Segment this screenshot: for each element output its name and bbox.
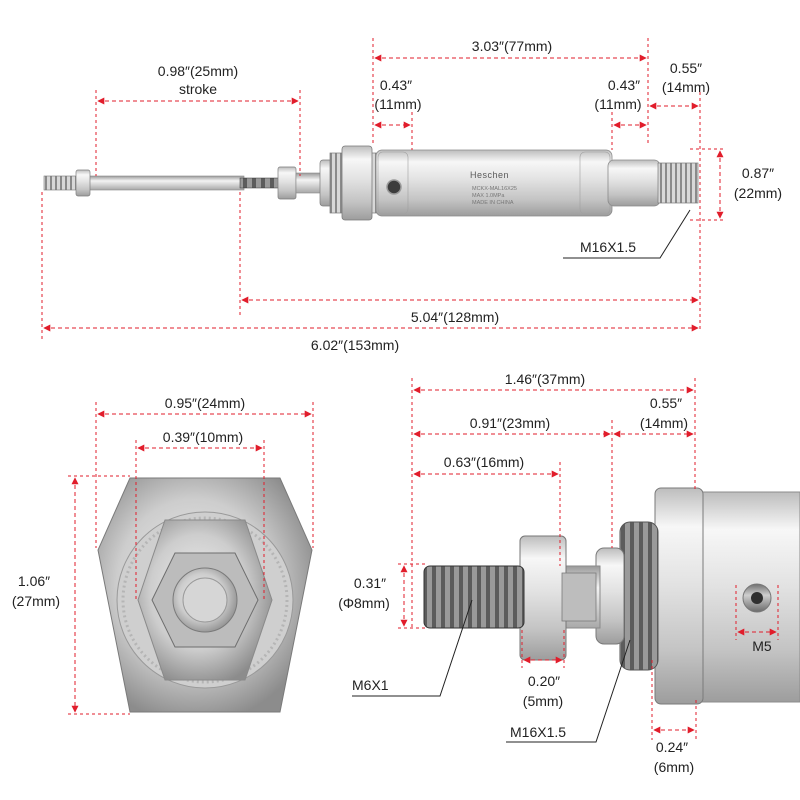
pressure-engraving: MAX 1.0MPa (472, 193, 505, 199)
detail-leaders (352, 599, 631, 743)
top-port-thread-label: M16X1.5 (580, 239, 636, 255)
rod-end-length-label: 0.91″(23mm) (470, 415, 550, 431)
end-view-labels: 0.95″(24mm) 0.39″(10mm) 1.06″ (27mm) (12, 395, 245, 609)
overall-length-label: 6.02″(153mm) (311, 337, 399, 353)
rod-dia-in-label: 0.31″ (354, 575, 386, 591)
detail-view-drawing (423, 487, 800, 705)
front-thread-mm-label: (11mm) (374, 96, 421, 112)
flange-in-label: 0.24″ (656, 739, 688, 755)
rod-thread-label: M6X1 (352, 677, 389, 693)
detail-view-labels: 1.46″(37mm) 0.91″(23mm) 0.63″(16mm) 0.55… (338, 371, 772, 775)
nut-in-label: 0.20″ (528, 673, 560, 689)
end-height-in-label: 1.06″ (18, 573, 50, 589)
top-view-labels: 0.98″(25mm) stroke 3.03″(77mm) 0.43″ (11… (158, 38, 782, 353)
origin-engraving: MADE IN CHINA (472, 200, 514, 206)
rod-dia-mm-label: (Φ8mm) (338, 595, 390, 611)
rod-nut-width-label: 0.39″(10mm) (163, 429, 243, 445)
rear-thread-in-label: 0.43″ (608, 77, 640, 93)
nut-mm-label: (5mm) (523, 693, 563, 709)
retracted-length-label: 5.04″(128mm) (411, 309, 499, 325)
rear-thread-mm-label: (11mm) (594, 96, 641, 112)
boss-mm-label: (14mm) (640, 415, 688, 431)
model-engraving: MCKX-MAL16X25 (472, 186, 517, 192)
detail-view-dimensions (398, 378, 779, 740)
flange-mm-label: (6mm) (654, 759, 694, 775)
hex-width-label: 0.95″(24mm) (165, 395, 245, 411)
stroke-length-label: 0.98″(25mm) (158, 63, 238, 79)
top-thread-leader (563, 209, 691, 259)
stroke-caption: stroke (179, 81, 217, 97)
port-thread-label: M5 (752, 638, 772, 654)
rear-boss-in-label: 0.55″ (670, 60, 702, 76)
body-length-label: 3.03″(77mm) (472, 38, 552, 54)
to-body-length-label: 1.46″(37mm) (505, 371, 585, 387)
mount-thread-label: M16X1.5 (510, 724, 566, 740)
end-view-drawing (97, 477, 313, 713)
rod-thread-length-label: 0.63″(16mm) (444, 454, 524, 470)
end-height-mm-label: (27mm) (12, 593, 60, 609)
brand-engraving: Heschen (470, 170, 509, 180)
diameter-in-label: 0.87″ (742, 165, 774, 181)
front-thread-in-label: 0.43″ (380, 77, 412, 93)
rear-boss-mm-label: (14mm) (662, 79, 710, 95)
diameter-mm-label: (22mm) (734, 185, 782, 201)
top-view-dimensions (41, 38, 726, 340)
boss-in-label: 0.55″ (650, 395, 682, 411)
end-view-dimensions (68, 402, 314, 715)
top-cylinder-drawing: Heschen MCKX-MAL16X25 MAX 1.0MPa MADE IN… (43, 145, 699, 221)
